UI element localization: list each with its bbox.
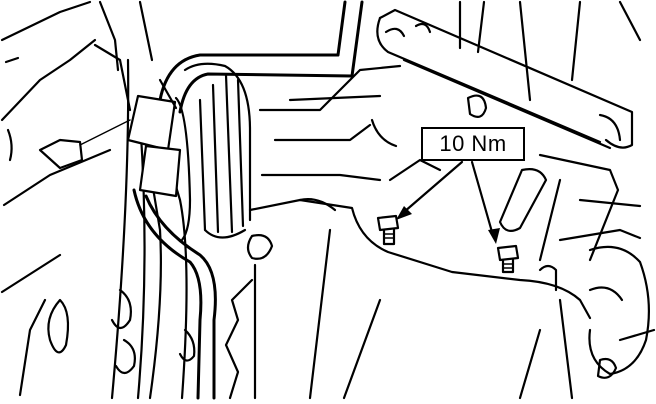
torque-callout: 10 Nm — [421, 127, 525, 161]
outlet-port — [518, 245, 656, 400]
callout-leaders — [396, 160, 500, 244]
left-engine-block — [0, 0, 154, 397]
manifold-body — [224, 64, 642, 400]
corrugated-hose — [174, 62, 252, 242]
fuel-rail — [376, 0, 642, 150]
bolt-icon — [496, 244, 520, 274]
torque-label: 10 Nm — [439, 131, 507, 156]
coolant-tube — [126, 0, 364, 400]
bolt-icon — [376, 214, 400, 246]
